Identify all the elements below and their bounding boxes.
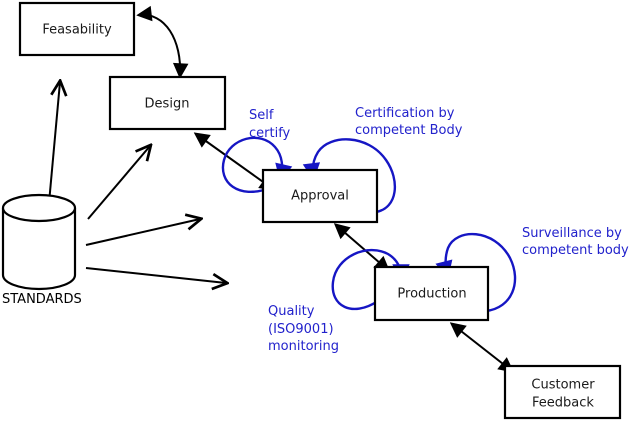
node-design[interactable]: Design [108, 75, 227, 131]
node-feasability[interactable]: Feasability [18, 1, 136, 57]
design-box[interactable] [108, 75, 227, 131]
standards-cylinder-body[interactable] [1, 208, 77, 291]
edge-design-to-feasability [139, 15, 180, 76]
surveillance-line2: competent body [522, 243, 629, 258]
edge-production-to-customer-feedback [452, 324, 512, 371]
annotation-certification-by-competent-body: Certification by competent Body [355, 106, 463, 138]
certification-line2: competent Body [355, 123, 463, 138]
approval-label: Approval [291, 189, 349, 204]
standards-label: STANDARDS [2, 292, 82, 307]
standards-cylinder-top[interactable] [1, 193, 77, 223]
edge-design-to-approval [196, 134, 273, 189]
annotation-surveillance-by-competent-body: Surveillance by competent body [522, 226, 629, 258]
production-label: Production [397, 287, 466, 302]
production-box[interactable] [373, 265, 490, 322]
customer-feedback-box[interactable] [503, 364, 622, 420]
feasability-box[interactable] [18, 1, 136, 57]
node-standards[interactable]: STANDARDS [1, 193, 82, 307]
loop-certification-by-competent-body [313, 138, 397, 214]
feasability-label: Feasability [42, 23, 112, 38]
edge-standards-to-design [87, 146, 150, 220]
quality-line3: monitoring [268, 339, 339, 354]
edge-standards-to-production [85, 267, 226, 283]
node-approval[interactable]: Approval [261, 168, 379, 224]
customer-feedback-label-line1: Customer [531, 378, 595, 393]
surveillance-line1: Surveillance by [522, 226, 622, 241]
edge-approval-to-production [336, 225, 388, 270]
loop-surveillance-by-competent-body [446, 233, 517, 313]
customer-feedback-label-line2: Feedback [532, 396, 594, 411]
quality-line1: Quality [268, 304, 315, 319]
self-certify-line1: Self [249, 108, 274, 123]
node-customer-feedback[interactable]: Customer Feedback [503, 364, 622, 420]
loop-quality-iso9001-monitoring [331, 248, 401, 311]
node-production[interactable]: Production [373, 265, 490, 322]
loop-self-certify [221, 136, 282, 194]
edge-standards-to-approval [85, 219, 200, 246]
quality-line2: (ISO9001) [268, 322, 334, 337]
approval-box[interactable] [261, 168, 379, 224]
edge-standards-to-feasability [48, 82, 60, 204]
certification-line1: Certification by [355, 106, 455, 121]
self-certify-line2: certify [249, 126, 291, 141]
annotation-self-certify: Self certify [249, 108, 291, 141]
design-label: Design [145, 97, 190, 112]
annotation-quality-iso9001-monitoring: Quality (ISO9001) monitoring [268, 304, 339, 354]
